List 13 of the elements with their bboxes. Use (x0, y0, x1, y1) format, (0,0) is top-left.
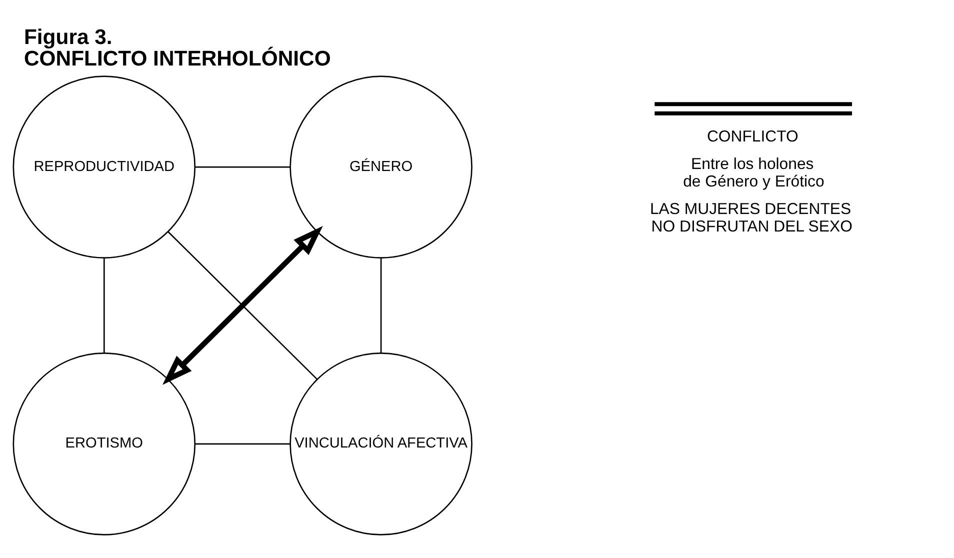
node-circle: VINCULACIÓN AFECTIVA (290, 352, 472, 536)
legend-label: CONFLICTO (706, 128, 798, 146)
label: Figura 3. (24, 26, 112, 50)
connector (195, 166, 290, 168)
connector (103, 258, 105, 354)
label: Entre los holones de Género y Erótico (683, 156, 824, 190)
node-circle: GÉNERO (290, 76, 472, 258)
connector (195, 443, 290, 445)
node-circle: REPRODUCTIVIDAD (12, 76, 196, 258)
node-circle: EROTISMO (12, 352, 196, 536)
diagram-title: CONFLICTO INTERHOLÓNICO (24, 47, 331, 70)
connector (380, 258, 382, 354)
label: LAS MUJERES DECENTES NO DISFRUTAN DEL SEXO (650, 201, 852, 236)
